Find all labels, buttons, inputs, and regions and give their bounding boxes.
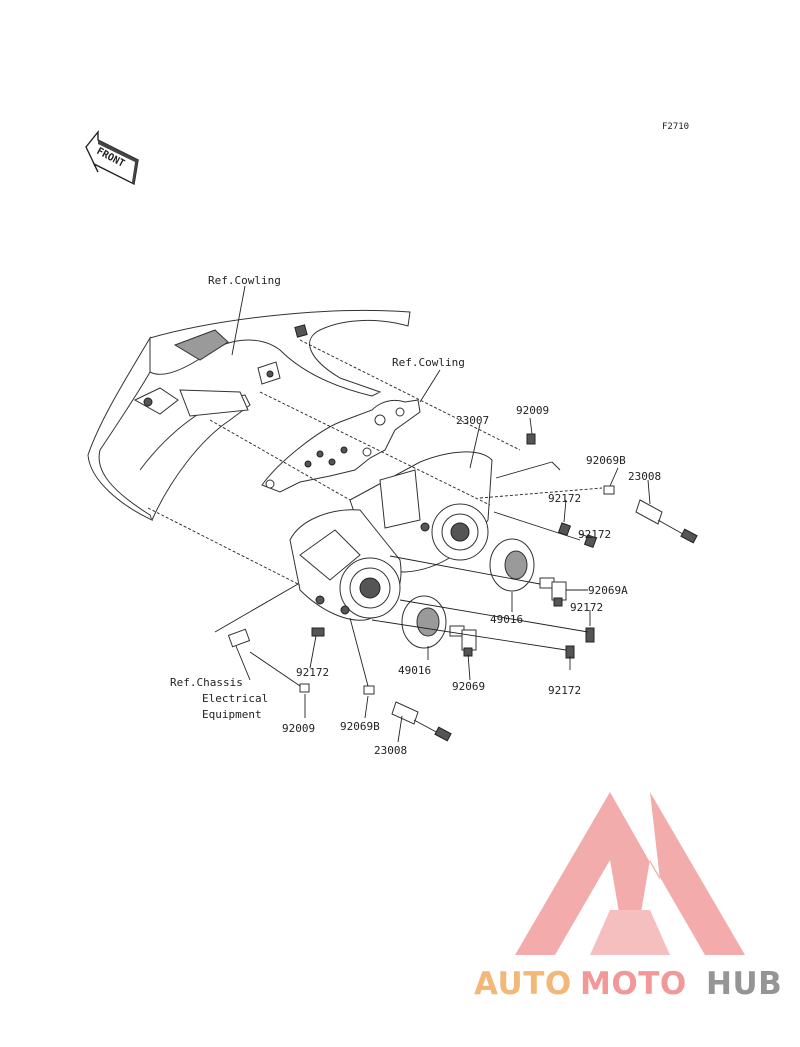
bulb-92069-icon — [449, 625, 477, 657]
label-92069b-top: 92069B — [586, 454, 626, 467]
logo-text-auto: AUTO — [474, 966, 572, 1002]
socket-wire-bottom-icon — [363, 685, 452, 742]
label-49016-right: 49016 — [490, 613, 523, 626]
figure-code: F2710 — [662, 122, 689, 132]
leader-lines — [147, 285, 651, 743]
part-labels: Ref.Cowling Ref.Cowling 23007 92009 9206… — [170, 274, 661, 757]
front-arrow-icon: FRONT — [85, 130, 139, 186]
label-ref-cowling-top: Ref.Cowling — [208, 274, 281, 287]
label-92069a: 92069A — [588, 584, 628, 597]
label-23008-bottom: 23008 — [374, 744, 407, 757]
label-92009-bottom: 92009 — [282, 722, 315, 735]
label-92172-a: 92172 — [548, 492, 581, 505]
label-92069: 92069 — [452, 680, 485, 693]
cowling-outline — [87, 309, 411, 521]
screw-icons — [227, 433, 598, 693]
label-23008-top: 23008 — [628, 470, 661, 483]
logo-text-moto: MOTO — [580, 966, 687, 1002]
headlight-left-housing — [289, 509, 402, 621]
label-92172-d: 92172 — [548, 684, 581, 697]
label-ref-chassis-2: Electrical — [202, 692, 268, 705]
label-92069b-bottom: 92069B — [340, 720, 380, 733]
headlight-stay-bracket — [261, 399, 421, 493]
label-ref-chassis-1: Ref.Chassis — [170, 676, 243, 689]
label-23007: 23007 — [456, 414, 489, 427]
automotohub-logo: AUTO MOTO HUB — [474, 792, 782, 1002]
label-92172-b: 92172 — [578, 528, 611, 541]
dust-cover-right — [489, 538, 535, 592]
logo-text-hub: HUB — [706, 966, 782, 1002]
socket-wire-top-icon — [603, 485, 698, 544]
label-ref-cowling-mid: Ref.Cowling — [392, 356, 465, 369]
label-92172-left: 92172 — [296, 666, 329, 679]
label-92172-c: 92172 — [570, 601, 603, 614]
label-49016-left: 49016 — [398, 664, 431, 677]
label-ref-chassis-3: Equipment — [202, 708, 262, 721]
label-92009-top: 92009 — [516, 404, 549, 417]
dust-cover-left — [401, 595, 447, 649]
bulb-92069a-icon — [539, 577, 567, 607]
